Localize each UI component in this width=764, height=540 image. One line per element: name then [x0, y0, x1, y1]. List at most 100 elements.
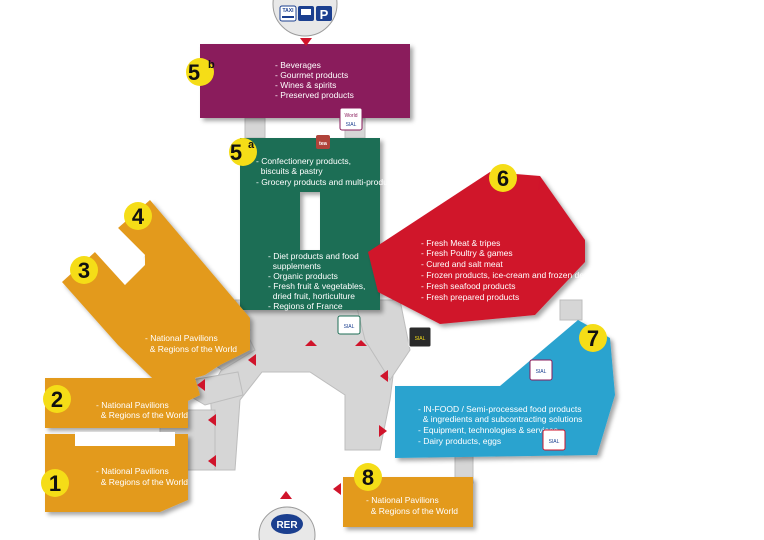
svg-text:- Regions of France: - Regions of France [268, 301, 343, 311]
arrow-rer-icon [280, 491, 292, 499]
world-wine-logo [339, 107, 363, 131]
arrow-hall1-icon [208, 455, 216, 467]
svg-text:- IN-FOOD / Semi-processed foo: - IN-FOOD / Semi-processed food products [418, 404, 581, 414]
svg-text:biscuits & pastry: biscuits & pastry [256, 166, 323, 176]
svg-text:& Regions of the World: & Regions of the World [96, 477, 188, 487]
hall-8-number: 8 [362, 465, 374, 490]
svg-text:- National Pavilions: - National Pavilions [366, 495, 439, 505]
hall-3-list: - National Pavilions & Regions of the Wo… [145, 333, 237, 354]
hall-5b-number: 5 [188, 60, 200, 85]
hall-1-badge [41, 469, 69, 497]
svg-text:- Grocery products and multi-p: - Grocery products and multi-products [256, 177, 399, 187]
svg-text:- Beverages: - Beverages [275, 60, 321, 70]
hall-8[interactable]: 8 - National Pavilions & Regions of the … [343, 463, 473, 527]
hall-2-shape [45, 378, 188, 428]
hall-1[interactable]: 1 - National Pavilions & Regions of the … [41, 466, 188, 497]
hall-3-4-gap [95, 228, 145, 285]
svg-text:- Fresh Poultry & games: - Fresh Poultry & games [421, 248, 513, 258]
svg-text:SIAL: SIAL [536, 369, 547, 375]
svg-text:SIAL: SIAL [549, 439, 560, 445]
hall-8-badge [354, 463, 382, 491]
arrow-5a-bottom2-icon [355, 340, 367, 346]
hall-3-badge [70, 256, 98, 284]
svg-text:SIAL: SIAL [344, 324, 355, 330]
hall-6[interactable]: 6 - Fresh Meat & tripes - Fresh Poultry … [368, 164, 607, 324]
hall-5b[interactable]: 5 b - Beverages - Gourmet products - Win… [186, 44, 410, 131]
hall-2[interactable]: 2 - National Pavilions & Regions of the … [43, 385, 188, 420]
hall-7-badge [579, 324, 607, 352]
hall-1-shape [45, 434, 188, 512]
rer-label: RER [276, 520, 298, 531]
arrow-hall7-icon [379, 425, 387, 437]
hall-6-number: 6 [497, 166, 509, 191]
svg-text:SIAL: SIAL [415, 336, 426, 342]
hall-1-2-gap [75, 432, 175, 446]
arrow-5a-bottom-icon [305, 340, 317, 346]
hall-2-number: 2 [51, 387, 63, 412]
svg-text:- National Pavilions: - National Pavilions [96, 466, 169, 476]
svg-text:- Gourmet products: - Gourmet products [275, 70, 348, 80]
parking-label: P [320, 7, 329, 22]
transport-top: TAXI P [272, 0, 338, 37]
svg-text:& Regions of the World: & Regions of the World [366, 506, 458, 516]
svg-text:& Regions of the World: & Regions of the World [96, 410, 188, 420]
taxi-label: TAXI [282, 8, 294, 14]
arrow-top-icon [300, 38, 312, 46]
arrow-hall2-icon [208, 414, 216, 426]
hall-6-badge [489, 164, 517, 192]
svg-text:- National Pavilions: - National Pavilions [96, 400, 169, 410]
hall-5a-badge [229, 138, 257, 166]
svg-text:- Cured and salt meat: - Cured and salt meat [421, 259, 503, 269]
hall-5a-list-bottom: - Diet products and food supplements - O… [268, 251, 365, 311]
hall-2-badge [43, 385, 71, 413]
hall-8-list: - National Pavilions & Regions of the Wo… [366, 495, 458, 516]
hall-6-list: - Fresh Meat & tripes - Fresh Poultry & … [421, 238, 607, 302]
svg-text:- Fresh prepared products: - Fresh prepared products [421, 292, 519, 302]
sial-organic-logo [337, 315, 361, 335]
hall-7-number: 7 [587, 326, 599, 351]
hall-3-4-shape [62, 200, 250, 405]
svg-text:- Fresh seafood products: - Fresh seafood products [421, 281, 516, 291]
svg-text:& ingredients and subcontracti: & ingredients and subcontracting solutio… [418, 414, 582, 424]
hall-1-list: - National Pavilions & Regions of the Wo… [96, 466, 188, 487]
transport-rer: RER [258, 506, 316, 540]
arrow-hall6-icon [538, 178, 545, 190]
hall-4[interactable]: 4 [124, 202, 152, 230]
hall-1-number: 1 [49, 471, 61, 496]
hall-7[interactable]: 7 - IN-FOOD / Semi-processed food produc… [395, 320, 615, 458]
hall-5b-badge [186, 58, 214, 86]
arrow-5a-left-icon [248, 354, 256, 366]
arrow-hall3-icon [197, 379, 205, 391]
hall-2-list: - National Pavilions & Regions of the Wo… [96, 400, 188, 420]
svg-text:supplements: supplements [268, 261, 321, 271]
svg-text:- Wines & spirits: - Wines & spirits [275, 80, 336, 90]
entrance-arrows [197, 38, 545, 499]
svg-text:- Dairy products, eggs: - Dairy products, eggs [418, 436, 501, 446]
svg-text:- Diet products and food: - Diet products and food [268, 251, 359, 261]
svg-text:- Preserved products: - Preserved products [275, 90, 354, 100]
arrow-hall8-icon [333, 483, 341, 495]
hall-5a[interactable]: 5 a tea - Confectionery products, biscui… [229, 135, 399, 335]
svg-text:- Organic products: - Organic products [268, 271, 338, 281]
hall-5a-number: 5 [230, 140, 242, 165]
seafood-logo [408, 326, 432, 348]
hall-5a-sup: a [248, 139, 255, 151]
orange-complex [45, 200, 250, 512]
svg-text:- Equipment, technologies & se: - Equipment, technologies & services [418, 425, 558, 435]
hall-5a-list-top: - Confectionery products, biscuits & pas… [256, 156, 399, 187]
hall-7-list: - IN-FOOD / Semi-processed food products… [418, 404, 582, 446]
svg-text:SIAL: SIAL [346, 122, 357, 128]
hall-3-number: 3 [78, 258, 90, 283]
hall-5b-list: - Beverages - Gourmet products - Wines &… [275, 60, 354, 100]
hall-4-badge [124, 202, 152, 230]
svg-text:- National Pavilions: - National Pavilions [145, 333, 218, 343]
hall-3[interactable]: 3 - National Pavilions & Regions of the … [70, 256, 237, 354]
svg-text:dried fruit, horticulture: dried fruit, horticulture [268, 291, 355, 301]
hall-5b-sup: b [208, 59, 215, 71]
arrow-hall6-bottom-icon [380, 370, 388, 382]
svg-text:- Frozen products, ice-cream a: - Frozen products, ice-cream and frozen … [421, 270, 607, 280]
rer-icon [271, 514, 303, 534]
svg-text:& Regions of the World: & Regions of the World [145, 344, 237, 354]
ingredients-logo [529, 359, 553, 381]
